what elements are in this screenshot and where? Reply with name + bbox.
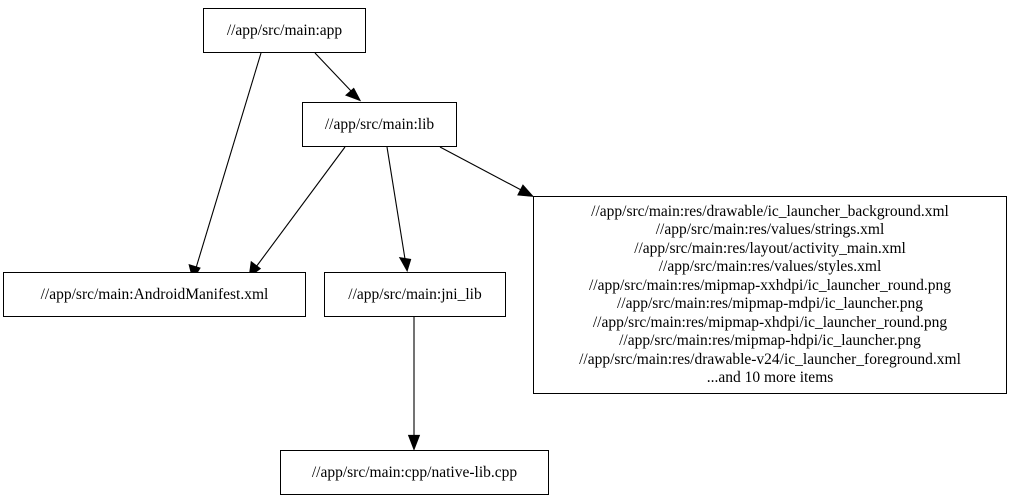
node-native-lib[interactable]: //app/src/main:cpp/native-lib.cpp bbox=[280, 450, 549, 495]
node-androidmanifest-label: //app/src/main:AndroidManifest.xml bbox=[40, 285, 269, 303]
edge-jni-lib-to-native-lib bbox=[407, 317, 421, 451]
node-app[interactable]: //app/src/main:app bbox=[203, 8, 366, 53]
edge-app-to-androidmanifest bbox=[188, 52, 262, 281]
node-lib[interactable]: //app/src/main:lib bbox=[302, 102, 457, 147]
node-resources[interactable]: //app/src/main:res/drawable/ic_launcher_… bbox=[533, 196, 1007, 394]
node-androidmanifest[interactable]: //app/src/main:AndroidManifest.xml bbox=[3, 272, 306, 317]
node-app-label: //app/src/main:app bbox=[226, 21, 343, 39]
node-resources-label: //app/src/main:res/drawable/ic_launcher_… bbox=[579, 202, 961, 387]
edge-lib-to-jni-lib bbox=[386, 146, 412, 273]
node-jni-lib[interactable]: //app/src/main:jni_lib bbox=[324, 272, 506, 317]
edge-app-to-lib bbox=[314, 52, 362, 102]
node-lib-label: //app/src/main:lib bbox=[324, 115, 435, 133]
node-jni-lib-label: //app/src/main:jni_lib bbox=[348, 285, 482, 303]
edge-lib-to-androidmanifest bbox=[248, 146, 346, 278]
edge-lib-to-resources bbox=[439, 146, 535, 197]
node-native-lib-label: //app/src/main:cpp/native-lib.cpp bbox=[311, 463, 518, 481]
